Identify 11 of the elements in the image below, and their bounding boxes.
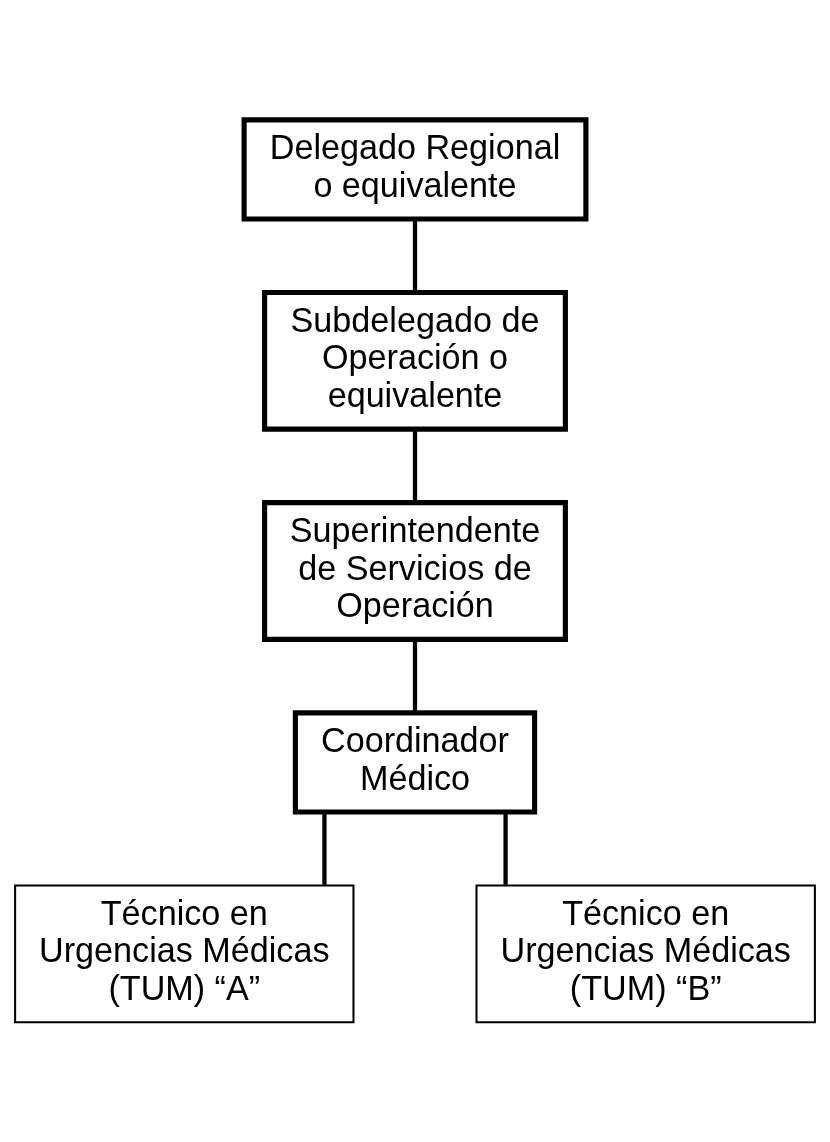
node-box: Superintendente de Servicios de Operación (262, 500, 568, 642)
node-box: Coordinador Médico (292, 710, 538, 815)
node-box: Técnico en Urgencias Médicas (TUM) “A” (14, 884, 355, 1024)
connector (322, 812, 327, 885)
connector (412, 639, 418, 713)
connector (412, 219, 418, 292)
connector (503, 812, 508, 885)
connector (412, 429, 418, 502)
node-box: Subdelegado de Operación o equivalente (262, 289, 568, 432)
node-box: Delegado Regional o equivalente (241, 117, 589, 222)
node-box: Técnico en Urgencias Médicas (TUM) “B” (475, 884, 816, 1024)
